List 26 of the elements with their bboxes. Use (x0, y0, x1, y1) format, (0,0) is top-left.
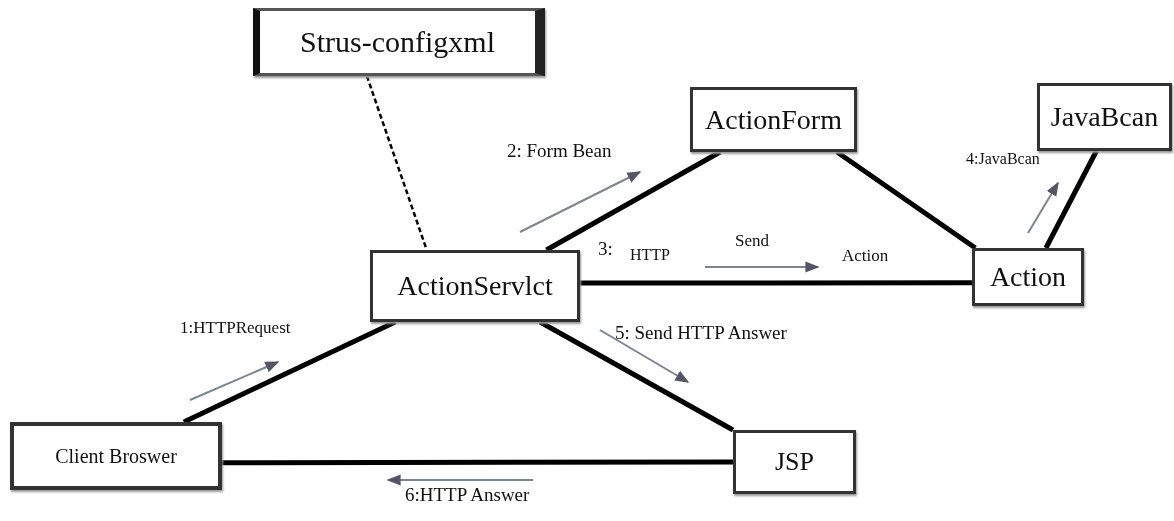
node-label: Client Broswer (55, 444, 177, 468)
step-label: Send (735, 231, 769, 251)
node-label: ActionServlct (397, 270, 553, 302)
process-box (253, 8, 545, 76)
node-label: ActionForm (705, 103, 842, 136)
node-label: Strus-configxml (300, 25, 495, 59)
connector-line (1043, 149, 1099, 250)
process-box (972, 248, 1084, 306)
node-label: JSP (774, 447, 814, 477)
step-label: 3: (598, 238, 613, 260)
process-box (10, 422, 222, 490)
step-label: HTTP (630, 246, 670, 264)
process-box (690, 87, 857, 152)
connector-line (222, 459, 733, 466)
process-box (1037, 83, 1172, 151)
step-label: 4:JavaBcan (966, 150, 1040, 168)
step-label: 1:HTTPRequest (180, 318, 291, 338)
step-label: 2: Form Bean (507, 140, 612, 162)
step-label: Action (842, 246, 889, 266)
step-label: 5: Send HTTP Answer (615, 322, 787, 344)
node-label: JavaBcan (1050, 101, 1159, 133)
process-box (370, 250, 580, 322)
step-label: 6:HTTP Answer (405, 484, 530, 506)
process-box (733, 430, 856, 494)
connector-line (580, 280, 972, 286)
node-label: Action (989, 261, 1067, 293)
